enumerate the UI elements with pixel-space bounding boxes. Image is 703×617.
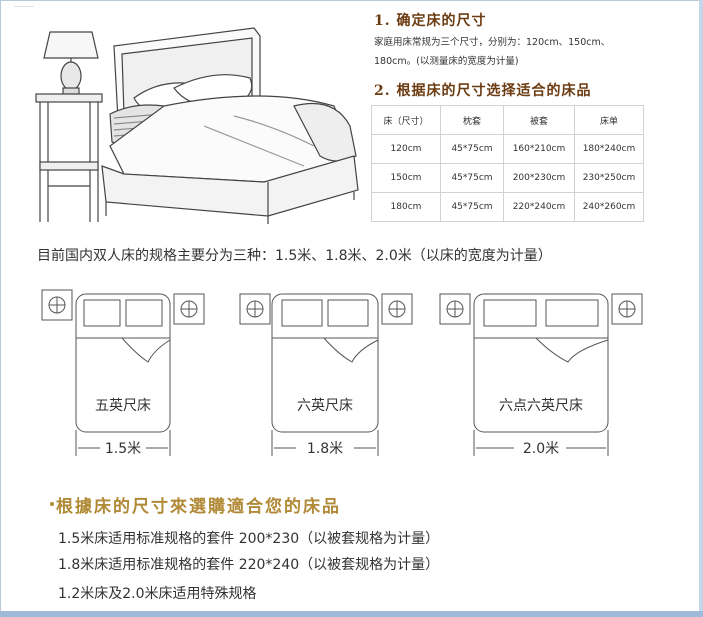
table-header: 床（尺寸）: [371, 105, 441, 135]
bed-label-2: 六英尺床: [297, 397, 353, 414]
table-cell: 180cm: [371, 192, 441, 222]
table-cell: 45*75cm: [440, 134, 504, 164]
pillow-right: [125, 299, 163, 327]
pillow-right: [545, 299, 599, 327]
right-edge-bar: [699, 0, 703, 617]
bed-diagram-2: [239, 293, 413, 456]
bed-diagram-1: [41, 289, 205, 456]
table-row: 150cm 45*75cm 200*230cm 230*250cm: [371, 163, 644, 193]
bed-diagrams: 五英尺床 六英尺床 六点六英尺床 1.5米 1.8米 2.0米: [41, 289, 643, 457]
step1-desc-line2: 180cm。(以测量床的宽度为计量): [374, 56, 519, 67]
bed-label-3: 六点六英尺床: [499, 397, 583, 414]
table-cell: 240*260cm: [574, 192, 644, 222]
nightstand-right: [381, 293, 413, 325]
table-cell: 45*75cm: [440, 163, 504, 193]
bed-width-2: 1.8米: [307, 441, 343, 457]
table-header: 枕套: [440, 105, 504, 135]
spec-line-1: 1.5米床适用标准规格的套件 200*230（以被套规格为计量）: [58, 531, 440, 547]
table-cell: 200*230cm: [503, 163, 575, 193]
nightstand-left: [239, 293, 271, 325]
table-header: 被套: [503, 105, 575, 135]
bedroom-illustration: [14, 6, 359, 224]
table-cell: 120cm: [371, 134, 441, 164]
table-row: 120cm 45*75cm 160*210cm 180*240cm: [371, 134, 644, 164]
bed-outline: [473, 293, 609, 433]
bed-outline: [271, 293, 379, 433]
spec-line-3: 1.2米床及2.0米床适用特殊规格: [58, 586, 257, 602]
nightstand-right: [611, 293, 643, 325]
bed-width-1: 1.5米: [105, 441, 141, 457]
step1-title: 1. 确定床的尺寸: [374, 13, 487, 29]
pillow-left: [83, 299, 121, 327]
nightstand-right: [173, 293, 205, 325]
bed-size-summary: 目前国内双人床的规格主要分为三种：1.5米、1.8米、2.0米（以床的宽度为计量…: [37, 248, 552, 264]
table-header: 床单: [574, 105, 644, 135]
step2-title: 2. 根据床的尺寸选择适合的床品: [374, 83, 592, 99]
size-table: 床（尺寸） 枕套 被套 床单 120cm 45*75cm 160*210cm 1…: [371, 105, 644, 222]
table-cell: 45*75cm: [440, 192, 504, 222]
table-cell: 220*240cm: [503, 192, 575, 222]
table-cell: 230*250cm: [574, 163, 644, 193]
traditional-heading: 根據床的尺寸來選購適合您的床品: [56, 497, 341, 517]
table-cell: 160*210cm: [503, 134, 575, 164]
table-header-row: 床（尺寸） 枕套 被套 床单: [371, 105, 644, 135]
spec-line-2: 1.8米床适用标准规格的套件 220*240（以被套规格为计量）: [58, 557, 440, 573]
step1-desc-line1: 家庭用床常规为三个尺寸，分别为：120cm、150cm、: [374, 37, 611, 48]
pillow-right: [327, 299, 369, 327]
pillow-left: [281, 299, 323, 327]
bed-diagram-3: [439, 293, 643, 456]
bed-width-3: 2.0米: [523, 441, 559, 457]
nightstand-left: [439, 293, 471, 325]
table-cell: 150cm: [371, 163, 441, 193]
bed-label-1: 五英尺床: [95, 397, 151, 414]
bed-outline: [75, 293, 171, 433]
heading-bullet: [50, 502, 54, 506]
table-row: 180cm 45*75cm 220*240cm 240*260cm: [371, 192, 644, 222]
table-cell: 180*240cm: [574, 134, 644, 164]
nightstand-left: [41, 289, 73, 321]
pillow-left: [483, 299, 537, 327]
bottom-edge-bar: [0, 611, 703, 617]
